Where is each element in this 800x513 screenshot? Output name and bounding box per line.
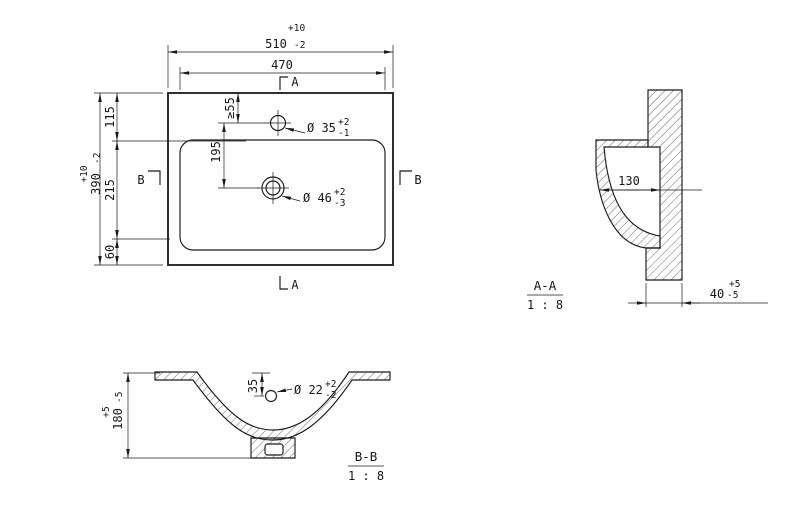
inner-width-dim: 470 [271,58,293,72]
bb-title: B-B [355,449,378,464]
bb-overflow-tol-plus: +2 [325,379,336,390]
plan-dimension-lines [98,50,393,265]
cut-b-right-label: B [414,173,421,187]
drain-hole-dia: Ø 46 [303,191,332,205]
aa-basin-profile [595,139,661,249]
aa-dimension-lines [527,188,768,307]
cut-b-left-label: B [137,173,144,187]
plan-basin-rect [179,139,386,251]
height-dim: 390 [89,173,103,195]
bb-overflow-drop-dim: 35 [246,379,260,393]
bb-overflow-hole [264,389,278,403]
cut-b-left-mark [148,170,161,185]
bb-overflow-dia: Ø 22 [294,383,323,397]
plan-outer-rect [167,92,394,266]
bb-dimension-lines [126,373,384,467]
bb-overflow-leader [276,388,293,393]
hole-spacing-dim: 195 [209,141,223,163]
drain-hole [257,172,289,204]
height-tol-minus: -2 [92,153,103,164]
drain-hole-tol-minus: -3 [334,198,345,209]
cut-a-top-mark [279,76,288,90]
height-tol-plus: +10 [79,165,90,182]
cut-a-bottom-label: A [291,278,299,292]
plan-view: +10 510 -2 470 +10 390 -2 115 215 60 ≥55… [79,23,422,292]
chain-dim-215: 215 [103,179,117,201]
chain-dim-115: 115 [103,106,117,128]
cut-b-right-mark [399,170,412,185]
bb-overflow-tol-minus: -2 [325,390,336,401]
aa-tab-tol-plus: +5 [729,279,740,290]
aa-scale: 1 : 8 [527,298,563,312]
section-aa-view: 130 +5 40 -5 A-A 1 : 8 [527,89,768,312]
drain-hole-leader [281,195,301,202]
tap-hole-tol-minus: -1 [338,128,350,139]
plan-extension-lines [94,45,394,266]
bb-height-dim: 180 [111,408,125,430]
drain-hole-tol-plus: +2 [334,187,345,198]
tap-hole-leader [284,127,306,134]
section-bb-view: +5 180 -5 35 Ø 22 +2 -2 B-B 1 : 8 [101,371,391,483]
aa-title: A-A [534,278,557,293]
cut-a-bottom-mark [279,276,288,290]
min-edge-dim: ≥55 [223,97,237,119]
width-tol-minus: -2 [294,40,305,51]
bb-basin-profile [154,371,391,441]
width-tol-plus: +10 [288,23,305,34]
section-cut-marks [148,76,412,290]
bb-scale: 1 : 8 [348,469,384,483]
chain-dim-60: 60 [103,245,117,259]
bb-height-tol-minus: -5 [114,392,125,403]
aa-tab-tol-minus: -5 [727,290,738,301]
aa-wall-profile [645,89,683,281]
bb-drain-slot [264,443,284,456]
tap-hole-dia: Ø 35 [307,121,336,135]
aa-tab-dim: 40 [710,287,724,301]
tap-hole-tol-plus: +2 [338,117,349,128]
bb-height-tol-plus: +5 [101,406,112,417]
width-dim: 510 [265,37,287,51]
tap-hole [265,110,291,136]
cut-a-top-label: A [291,75,299,89]
aa-depth-dim: 130 [618,174,640,188]
